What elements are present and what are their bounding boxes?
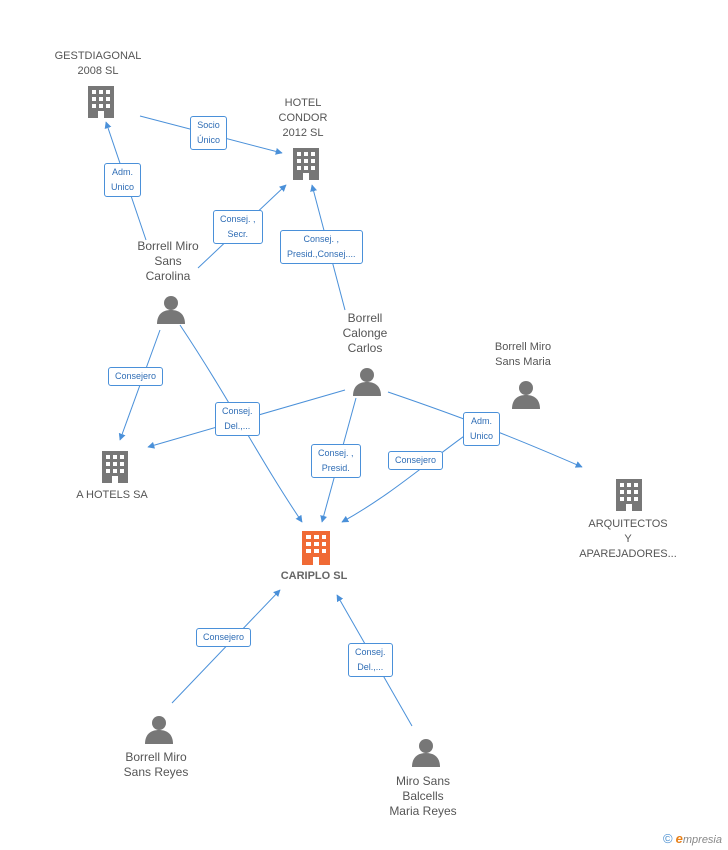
building-icon-hotel-condor: [293, 148, 319, 180]
person-icon-reyes: [145, 716, 173, 744]
node-hotel-condor[interactable]: HOTEL CONDOR 2012 SL: [278, 97, 328, 139]
edge-label-consej-del-1[interactable]: Consej. Del.,...: [215, 402, 260, 436]
node-gestdiagonal[interactable]: GESTDIAGONAL 2008 SL: [54, 50, 142, 77]
edge-label-consej-presid-cariplo[interactable]: Consej. , Presid.: [311, 444, 361, 478]
building-icon-a-hotels: [102, 451, 128, 483]
edge-label-consej-secr[interactable]: Consej. , Secr.: [213, 210, 263, 244]
person-icon-carolina: [157, 296, 185, 324]
node-borrell-maria[interactable]: Borrell Miro Sans Maria: [494, 341, 552, 368]
person-icon-maria: [512, 381, 540, 409]
building-icon-cariplo: [302, 531, 330, 565]
empresia-logo: ©empresia: [663, 831, 722, 846]
edge-label-consejero-ahotels[interactable]: Consejero: [108, 367, 164, 386]
edge-label-socio-unico[interactable]: Socio Único: [190, 116, 228, 150]
building-icon-arquitectos: [616, 479, 642, 511]
person-icon-carlos: [353, 368, 381, 396]
node-borrell-reyes[interactable]: Borrell Miro Sans Reyes: [123, 750, 189, 779]
edge-label-consejero-reyes[interactable]: Consejero: [196, 628, 252, 647]
edge-label-consej-presid-hotel[interactable]: Consej. , Presid.,Consej....: [280, 230, 363, 264]
edge-label-adm-unico-arq[interactable]: Adm. Unico: [463, 412, 501, 446]
edges: [104, 115, 583, 727]
node-borrell-carlos[interactable]: Borrell Calonge Carlos: [342, 311, 388, 355]
node-miro-balcells[interactable]: Miro Sans Balcells Maria Reyes: [389, 774, 457, 818]
edge-label-consej-del-2[interactable]: Consej. Del.,...: [348, 643, 393, 677]
edge-label-consejero-maria[interactable]: Consejero: [388, 451, 444, 470]
node-borrell-carolina[interactable]: Borrell Miro Sans Carolina: [137, 239, 199, 283]
building-icon-gestdiagonal: [88, 86, 114, 118]
node-cariplo[interactable]: CARIPLO SL: [280, 570, 348, 582]
node-a-hotels[interactable]: A HOTELS SA: [76, 489, 148, 501]
edge-label-adm-unico-gest[interactable]: Adm. Unico: [104, 163, 142, 197]
node-arquitectos[interactable]: ARQUITECTOS Y APAREJADORES...: [579, 518, 677, 560]
copyright-icon: ©: [663, 831, 673, 846]
person-icon-balcells: [412, 739, 440, 767]
